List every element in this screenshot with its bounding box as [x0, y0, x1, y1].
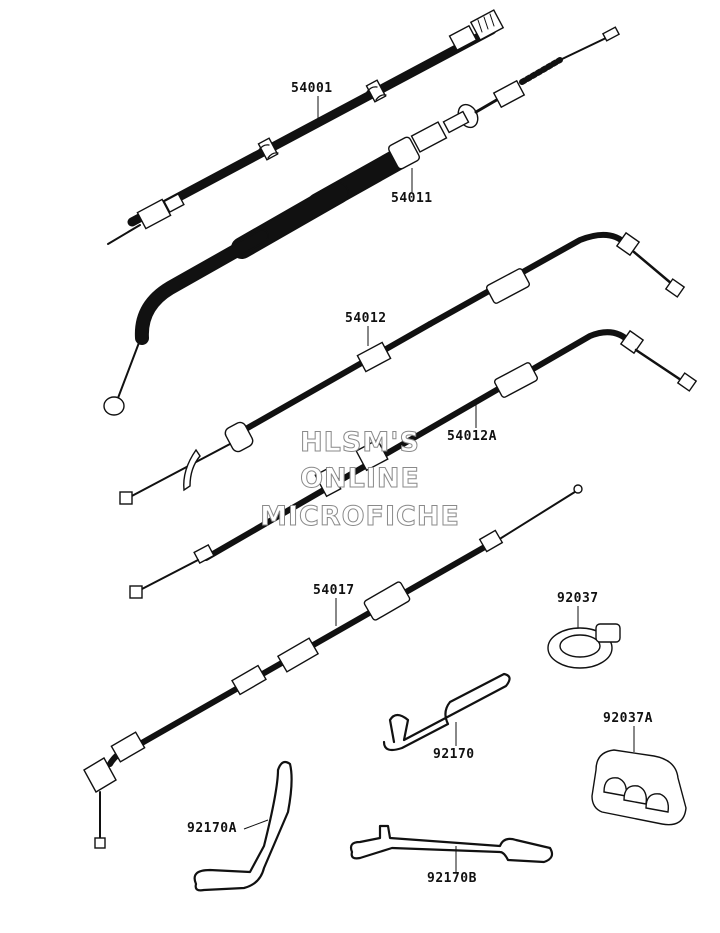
watermark-line-3: MICROFICHE — [260, 501, 460, 532]
watermark-line-2: ONLINE — [300, 463, 420, 494]
callout-54011: 54011 — [390, 191, 434, 206]
throttle-cable-54012 — [119, 231, 686, 505]
speedometer-cable — [107, 9, 505, 245]
callout-54012: 54012 — [344, 311, 388, 326]
leader-lines — [243, 96, 635, 872]
clip-92170A — [193, 760, 293, 892]
callout-54017: 54017 — [312, 583, 356, 598]
clamp-92037 — [547, 623, 621, 669]
throttle-cable-upper — [103, 26, 621, 416]
callout-92170B: 92170B — [426, 871, 478, 886]
callout-92037: 92037 — [556, 591, 600, 606]
choke-cable — [83, 484, 583, 849]
callout-54001: 54001 — [290, 81, 334, 96]
clip-92170 — [382, 672, 511, 752]
callout-92170: 92170 — [432, 747, 476, 762]
callout-54012A: 54012A — [446, 429, 498, 444]
callout-92037A: 92037A — [602, 711, 654, 726]
callout-92170A: 92170A — [186, 821, 238, 836]
clip-92170B — [349, 824, 554, 864]
throttle-cable-54012A — [129, 329, 698, 599]
clamp-92037A — [591, 749, 687, 826]
watermark-line-1: HLSM'S — [300, 427, 420, 458]
